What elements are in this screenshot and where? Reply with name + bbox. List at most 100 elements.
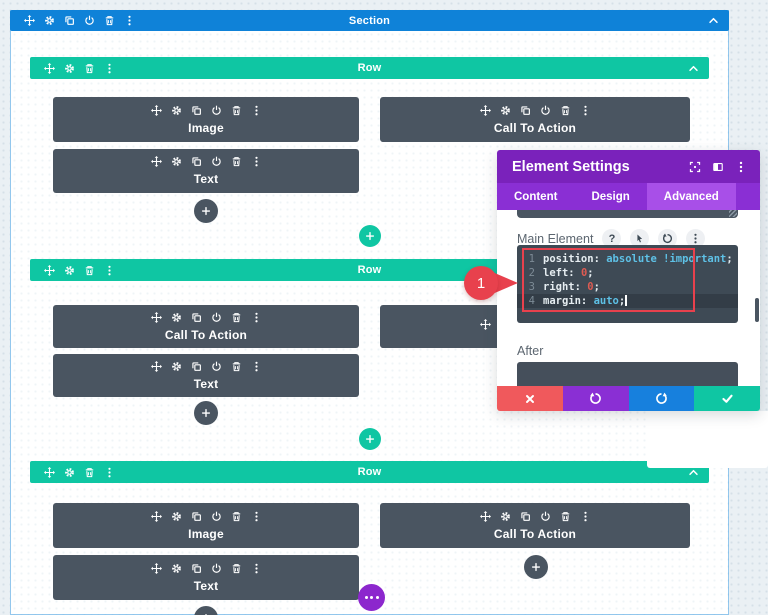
- tab-content[interactable]: Content: [514, 190, 558, 203]
- gear-icon[interactable]: [171, 312, 182, 323]
- disable-icon[interactable]: [211, 361, 222, 372]
- modal-header[interactable]: Element Settings: [497, 150, 760, 183]
- gear-icon[interactable]: [64, 265, 75, 276]
- chevron-up-icon[interactable]: [688, 57, 699, 79]
- module-text[interactable]: Text: [53, 149, 359, 193]
- duplicate-icon[interactable]: [191, 563, 202, 574]
- move-icon[interactable]: [44, 63, 55, 74]
- trash-icon[interactable]: [560, 511, 571, 522]
- code-field-partial[interactable]: [517, 210, 738, 218]
- row-header-bar[interactable]: Row: [30, 461, 709, 483]
- after-code-editor[interactable]: [517, 362, 738, 386]
- move-icon[interactable]: [151, 361, 162, 372]
- gear-icon[interactable]: [171, 361, 182, 372]
- move-icon[interactable]: [480, 511, 491, 522]
- menu-dots-icon[interactable]: [251, 361, 262, 372]
- move-icon[interactable]: [480, 105, 491, 116]
- duplicate-icon[interactable]: [191, 105, 202, 116]
- trash-icon[interactable]: [231, 156, 242, 167]
- move-icon[interactable]: [151, 105, 162, 116]
- menu-dots-icon[interactable]: [580, 105, 591, 116]
- module-text[interactable]: Text: [53, 354, 359, 397]
- undo-button[interactable]: [562, 386, 629, 411]
- add-module-button[interactable]: [194, 606, 218, 615]
- gear-icon[interactable]: [64, 467, 75, 478]
- module-text[interactable]: Text: [53, 555, 359, 600]
- gear-icon[interactable]: [64, 63, 75, 74]
- move-icon[interactable]: [480, 319, 491, 330]
- move-icon[interactable]: [44, 265, 55, 276]
- redo-button[interactable]: [628, 386, 695, 411]
- module-call-to-action[interactable]: Call To Action: [53, 305, 359, 348]
- disable-icon[interactable]: [211, 156, 222, 167]
- add-module-button[interactable]: [194, 199, 218, 223]
- move-icon[interactable]: [151, 312, 162, 323]
- snap-icon[interactable]: [689, 161, 701, 173]
- trash-icon[interactable]: [560, 105, 571, 116]
- duplicate-icon[interactable]: [191, 361, 202, 372]
- add-module-button[interactable]: [524, 555, 548, 579]
- split-view-icon[interactable]: [712, 161, 724, 173]
- gear-icon[interactable]: [500, 105, 511, 116]
- menu-dots-icon[interactable]: [251, 312, 262, 323]
- chevron-up-icon[interactable]: [708, 10, 719, 31]
- disable-icon[interactable]: [211, 105, 222, 116]
- duplicate-icon[interactable]: [64, 15, 75, 26]
- cursor-icon[interactable]: [630, 229, 650, 248]
- menu-dots-icon[interactable]: [251, 105, 262, 116]
- menu-dots-icon[interactable]: [251, 563, 262, 574]
- duplicate-icon[interactable]: [520, 105, 531, 116]
- disable-icon[interactable]: [211, 312, 222, 323]
- reset-icon[interactable]: [658, 229, 678, 248]
- menu-dots-icon[interactable]: [104, 265, 115, 276]
- scrollbar-thumb[interactable]: [755, 298, 759, 322]
- trash-icon[interactable]: [231, 312, 242, 323]
- move-icon[interactable]: [151, 156, 162, 167]
- trash-icon[interactable]: [231, 361, 242, 372]
- menu-dots-icon[interactable]: [251, 511, 262, 522]
- gear-icon[interactable]: [171, 563, 182, 574]
- gear-icon[interactable]: [44, 15, 55, 26]
- move-icon[interactable]: [24, 15, 35, 26]
- menu-dots-icon[interactable]: [124, 15, 135, 26]
- section-header-bar[interactable]: Section: [10, 10, 729, 31]
- save-button[interactable]: [694, 386, 760, 411]
- gear-icon[interactable]: [171, 105, 182, 116]
- disable-icon[interactable]: [84, 15, 95, 26]
- gear-icon[interactable]: [171, 511, 182, 522]
- trash-icon[interactable]: [104, 15, 115, 26]
- trash-icon[interactable]: [231, 511, 242, 522]
- menu-dots-icon[interactable]: [735, 161, 747, 173]
- disable-icon[interactable]: [540, 105, 551, 116]
- move-icon[interactable]: [151, 563, 162, 574]
- disable-icon[interactable]: [211, 563, 222, 574]
- module-image[interactable]: Image: [53, 503, 359, 548]
- module-call-to-action[interactable]: Call To Action: [380, 97, 690, 142]
- trash-icon[interactable]: [84, 265, 95, 276]
- disable-icon[interactable]: [540, 511, 551, 522]
- tab-design[interactable]: Design: [591, 190, 630, 203]
- disable-icon[interactable]: [211, 511, 222, 522]
- ellipsis-icon[interactable]: [358, 584, 385, 611]
- help-icon[interactable]: ?: [602, 229, 622, 248]
- add-row-button[interactable]: [359, 428, 381, 450]
- module-call-to-action[interactable]: Call To Action: [380, 503, 690, 548]
- trash-icon[interactable]: [84, 63, 95, 74]
- duplicate-icon[interactable]: [191, 156, 202, 167]
- menu-dots-icon[interactable]: [251, 156, 262, 167]
- trash-icon[interactable]: [231, 563, 242, 574]
- row-header-bar[interactable]: Row: [30, 57, 709, 79]
- tab-advanced[interactable]: Advanced: [646, 183, 736, 210]
- menu-dots-icon[interactable]: [686, 229, 706, 248]
- add-row-button[interactable]: [359, 225, 381, 247]
- move-icon[interactable]: [44, 467, 55, 478]
- trash-icon[interactable]: [231, 105, 242, 116]
- gear-icon[interactable]: [500, 511, 511, 522]
- menu-dots-icon[interactable]: [104, 63, 115, 74]
- menu-dots-icon[interactable]: [104, 467, 115, 478]
- menu-dots-icon[interactable]: [580, 511, 591, 522]
